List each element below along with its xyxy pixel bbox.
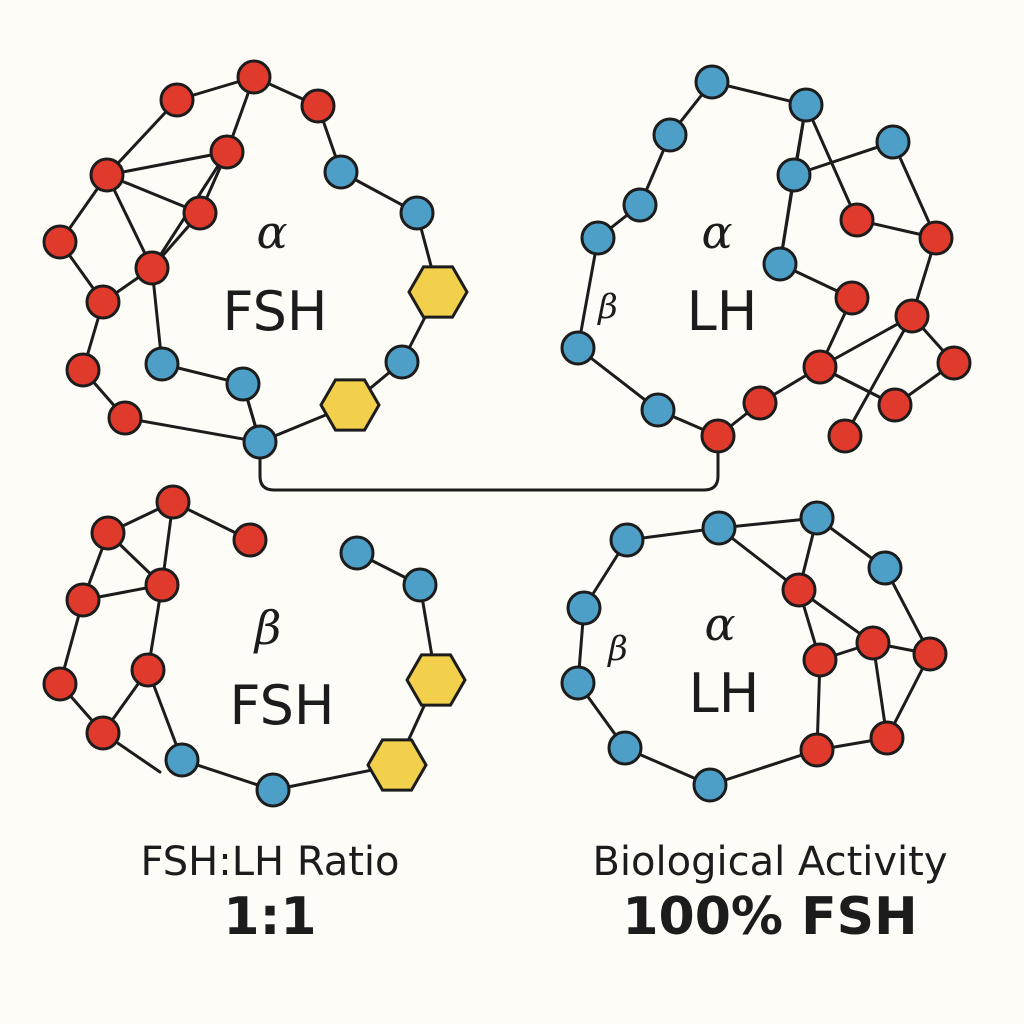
blue-residue-node — [144, 346, 180, 382]
activity-caption: Biological Activity 100% FSH — [540, 838, 1000, 948]
panel-top-right-greek: α — [701, 205, 732, 259]
blue-residue-node — [339, 535, 375, 571]
bond-line — [818, 314, 914, 369]
glycan-hexagon — [405, 653, 467, 707]
bond-line — [576, 236, 600, 350]
blue-residue-node — [788, 87, 824, 123]
bond-line — [843, 314, 914, 438]
panel-top-left-greek: α — [256, 205, 287, 259]
blue-residue-node — [399, 195, 435, 231]
blue-residue-node — [560, 665, 596, 701]
ratio-caption: FSH:LH Ratio 1:1 — [70, 838, 470, 948]
bond-line — [123, 416, 262, 444]
blue-residue-node — [609, 522, 645, 558]
blue-residue-node — [323, 154, 359, 190]
red-residue-node — [802, 349, 838, 385]
red-residue-node — [65, 352, 101, 388]
bond-line — [891, 140, 938, 240]
red-residue-node — [742, 385, 778, 421]
glycan-hexagon — [366, 738, 428, 792]
blue-residue-node — [607, 730, 643, 766]
panel-bottom-right-greek: α — [704, 597, 735, 651]
blue-residue-node — [867, 550, 903, 586]
subunit-connector — [258, 436, 720, 492]
red-residue-node — [42, 666, 78, 702]
red-residue-node — [936, 345, 972, 381]
panel-bottom-left-hormone: FSH — [230, 674, 335, 737]
red-residue-node — [134, 250, 170, 286]
red-residue-node — [912, 636, 948, 672]
ratio-label: FSH:LH Ratio — [140, 839, 400, 885]
blue-residue-node — [560, 330, 596, 366]
blue-residue-node — [622, 187, 658, 223]
blue-residue-node — [694, 64, 730, 100]
bond-line — [105, 150, 229, 177]
bond-lines — [58, 75, 956, 792]
bond-line — [708, 748, 819, 787]
blue-residue-node — [652, 117, 688, 153]
blue-residue-node — [799, 500, 835, 536]
glycan-hexagon — [407, 265, 469, 319]
blue-residue-node — [242, 424, 278, 460]
panel-bottom-right-greek-side: β — [606, 629, 628, 669]
red-residue-node — [877, 387, 913, 423]
red-residue-node — [834, 280, 870, 316]
red-residue-node — [89, 157, 125, 193]
red-residue-node — [855, 625, 891, 661]
red-residue-node — [130, 652, 166, 688]
blue-residue-node — [255, 772, 291, 808]
red-residue-node — [869, 720, 905, 756]
red-residue-node — [827, 418, 863, 454]
red-residue-node — [700, 418, 736, 454]
blue-residue-node — [762, 246, 798, 282]
panel-bottom-right-hormone: LH — [689, 662, 760, 725]
red-residue-node — [42, 224, 78, 260]
red-residue-node — [155, 484, 191, 520]
ratio-value: 1:1 — [223, 887, 317, 947]
red-residue-node — [159, 82, 195, 118]
red-residue-node — [144, 567, 180, 603]
blue-residue-node — [164, 742, 200, 778]
red-residue-node — [839, 202, 875, 238]
red-residue-node — [90, 515, 126, 551]
red-residue-node — [85, 715, 121, 751]
activity-value: 100% FSH — [622, 887, 918, 947]
glycan-hexagon — [319, 378, 381, 432]
blue-residue-node — [566, 590, 602, 626]
blue-residue-node — [640, 392, 676, 428]
red-residue-node — [107, 400, 143, 436]
blue-residue-node — [701, 510, 737, 546]
residue-nodes — [42, 59, 972, 808]
red-residue-node — [300, 88, 336, 124]
red-residue-node — [799, 732, 835, 768]
blue-residue-node — [692, 767, 728, 803]
blue-residue-node — [875, 124, 911, 160]
activity-label: Biological Activity — [592, 839, 948, 885]
panel-top-left-hormone: FSH — [223, 280, 328, 343]
red-residue-node — [182, 195, 218, 231]
red-residue-node — [802, 642, 838, 678]
panel-bottom-left-greek: β — [253, 601, 282, 655]
blue-residue-node — [384, 344, 420, 380]
blue-residue-node — [402, 567, 438, 603]
red-residue-node — [232, 522, 268, 558]
red-residue-node — [65, 582, 101, 618]
panel-top-right-greek-side: β — [596, 287, 618, 327]
blue-residue-node — [225, 366, 261, 402]
red-residue-node — [918, 220, 954, 256]
red-residue-node — [209, 134, 245, 170]
blue-residue-node — [580, 220, 616, 256]
blue-residue-node — [776, 157, 812, 193]
red-residue-node — [85, 284, 121, 320]
panel-top-right-hormone: LH — [687, 280, 758, 343]
red-residue-node — [236, 59, 272, 95]
red-residue-node — [894, 298, 930, 334]
red-residue-node — [781, 572, 817, 608]
